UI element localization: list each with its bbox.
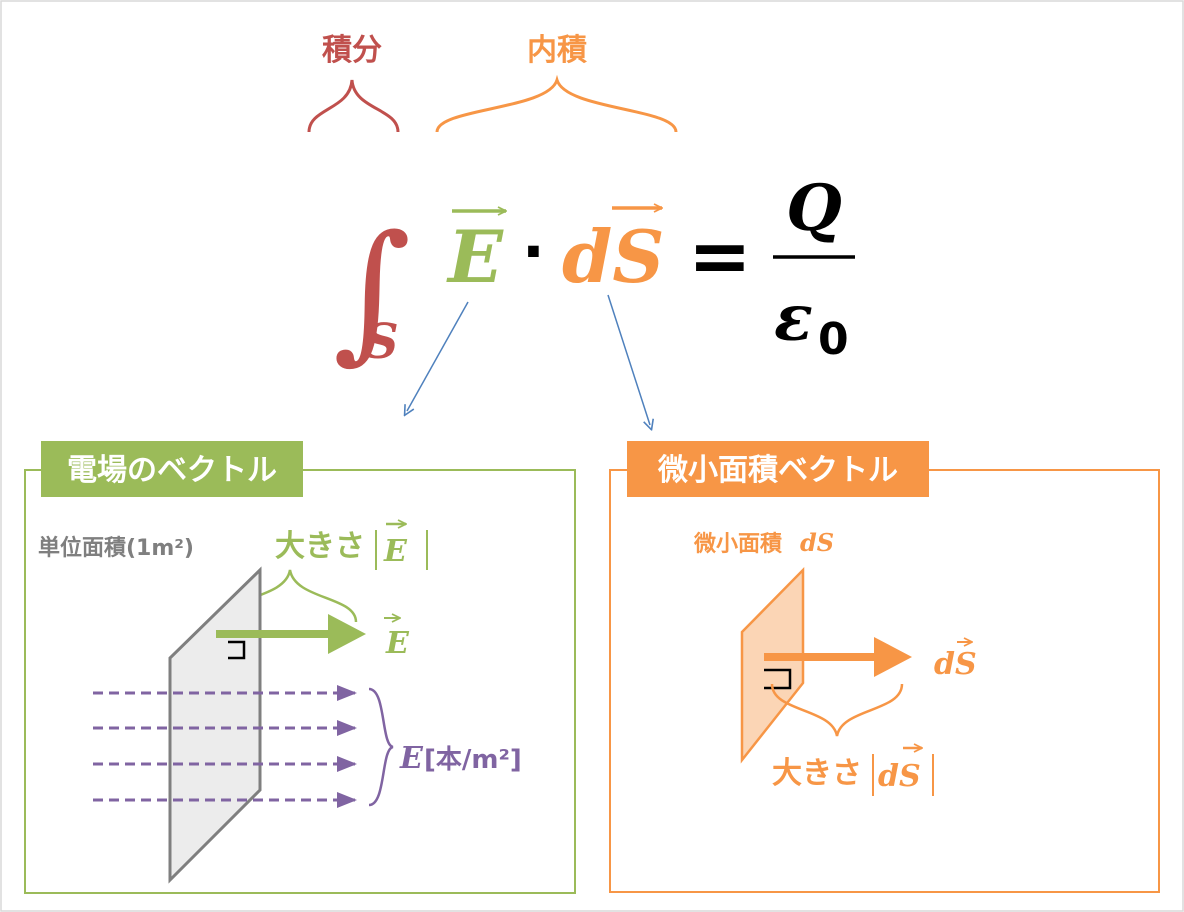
right-right-angle-mark: [764, 668, 792, 690]
field-lines: [93, 685, 357, 808]
right-magnitude-symbol: dS: [878, 759, 921, 794]
left-magnitude-symbol: E: [383, 534, 408, 569]
integral-subscript: S: [364, 314, 399, 370]
pointer-arrow-e: [407, 301, 469, 411]
inner-product-brace: [435, 74, 678, 133]
small-area-label: 微小面積: [693, 531, 783, 557]
unit-area-label: 単位面積(1m²): [38, 535, 194, 561]
left-panel-title: 電場のベクトル: [67, 453, 277, 488]
unit-area-plane: [168, 566, 262, 884]
equals-sign: =: [688, 211, 752, 300]
right-magnitude-brace: [770, 683, 904, 737]
small-area-symbol: dS: [800, 528, 834, 557]
integral-brace: [307, 79, 400, 133]
vec-ds-symbol: dS: [562, 214, 664, 299]
denominator-epsilon: ε: [774, 281, 813, 356]
density-brace: [368, 687, 394, 807]
label-inner-product: 内積: [527, 33, 587, 68]
right-panel-title-bg: [627, 441, 929, 497]
left-panel-title-bg: [41, 441, 303, 497]
density-unit: [本/m²]: [424, 745, 522, 775]
pointer-arrow-ds: [607, 294, 650, 425]
right-panel-title: 微小面積ベクトル: [657, 453, 898, 488]
left-magnitude-label: 大きさ: [275, 529, 365, 564]
vec-e-symbol: E: [446, 214, 504, 299]
right-arrow-label: dS: [934, 647, 977, 682]
label-integral: 積分: [322, 33, 382, 68]
small-area-plane: [740, 566, 805, 764]
density-symbol: E: [399, 741, 424, 776]
e-field-arrow-head: [328, 614, 366, 654]
dot-operator: ·: [522, 217, 545, 287]
numerator-q: Q: [786, 171, 842, 246]
left-right-angle-mark: [228, 640, 246, 660]
denominator-subscript: 0: [818, 314, 849, 365]
right-magnitude-label: 大きさ: [772, 756, 862, 791]
ds-arrow-head: [874, 637, 912, 677]
integral-sign: ∫: [333, 204, 411, 378]
left-arrow-label: E: [385, 626, 410, 661]
right-panel-frame: [609, 469, 1160, 893]
